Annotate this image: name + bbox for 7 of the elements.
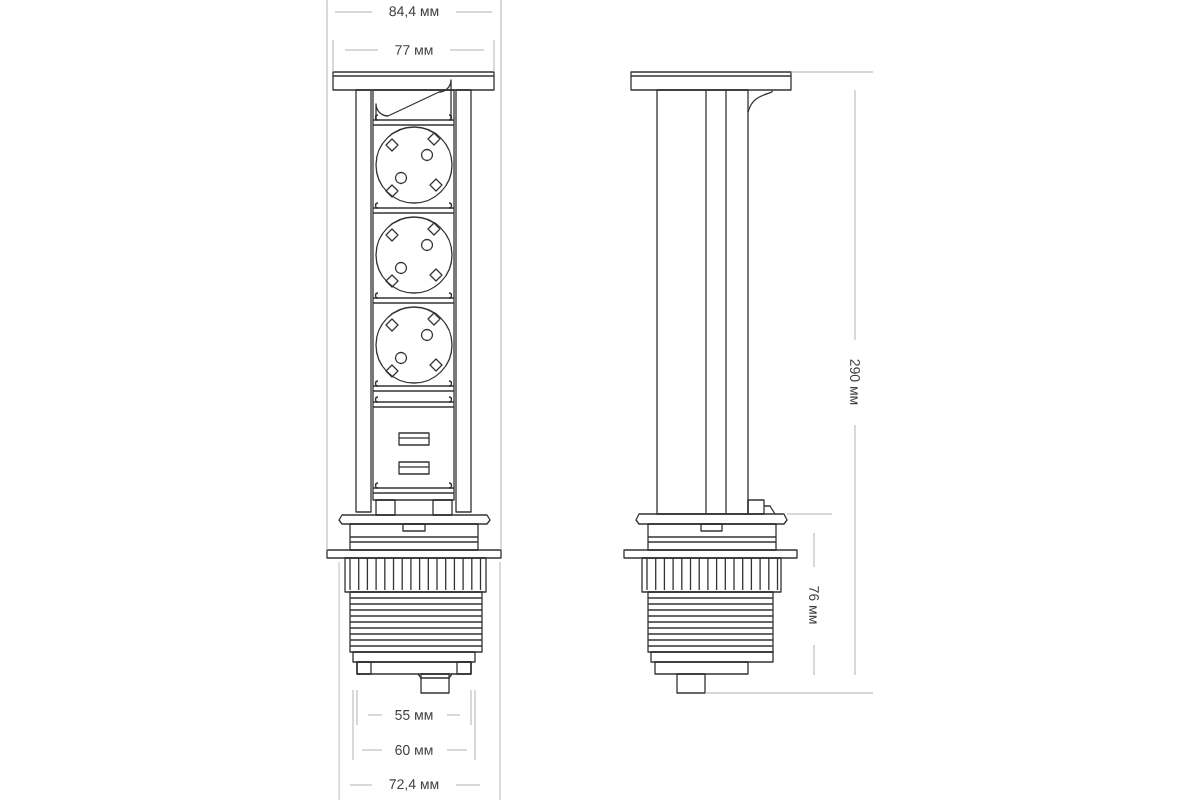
dimension-label: 72,4 мм bbox=[389, 779, 439, 791]
dimension-label: 84,4 мм bbox=[389, 6, 439, 18]
dimension-label: 290 мм bbox=[850, 359, 860, 405]
dimension-label: 55 мм bbox=[395, 710, 433, 720]
dimension-label: 77 мм bbox=[395, 45, 433, 55]
dimension-label: 76 мм bbox=[809, 586, 819, 624]
dimension-label: 60 мм bbox=[395, 745, 433, 755]
